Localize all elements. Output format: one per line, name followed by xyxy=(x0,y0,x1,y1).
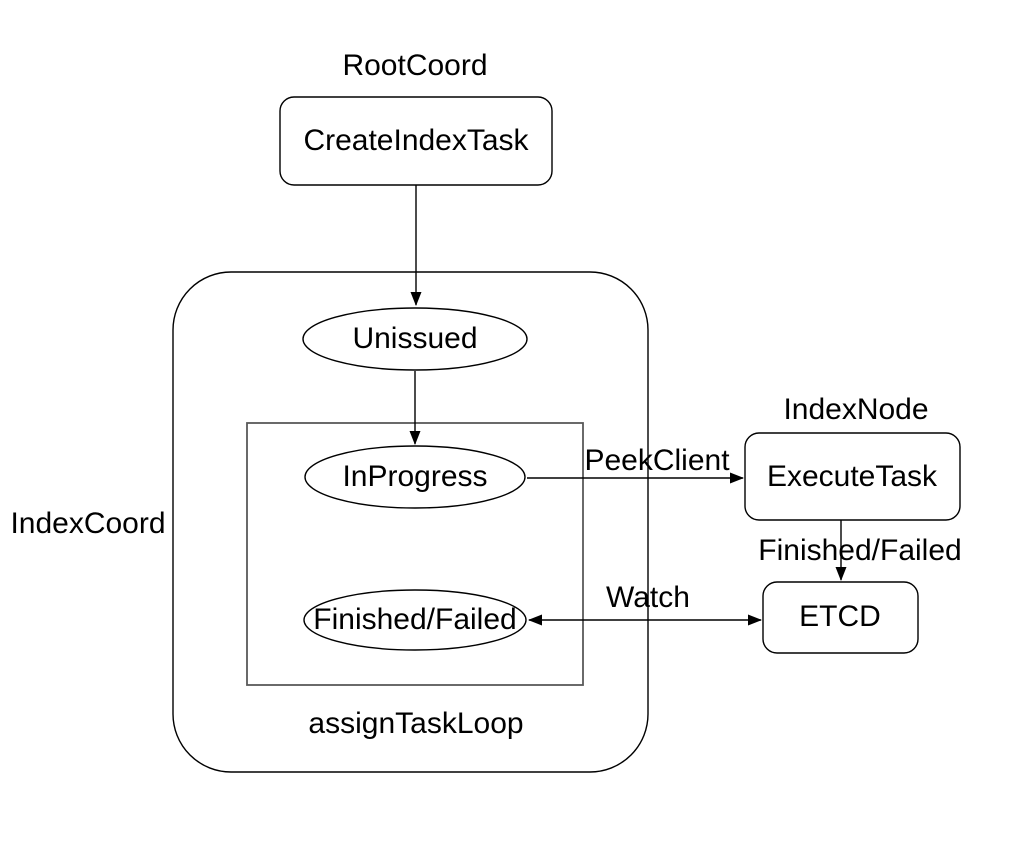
root-coord-label: RootCoord xyxy=(342,48,488,82)
unissued-node xyxy=(302,307,528,371)
index-coord-label: IndexCoord xyxy=(10,506,166,540)
execute-task-node xyxy=(744,432,961,521)
finished-failed-node xyxy=(303,589,527,651)
execute-task-node-label: ExecuteTask xyxy=(766,459,938,493)
in-progress-node-label: InProgress xyxy=(342,459,488,493)
watch-edge-label: Watch xyxy=(606,580,690,614)
etcd-node-label: ETCD xyxy=(799,599,881,633)
index-coord-container xyxy=(172,271,649,773)
finished-failed-edge-label: Finished/Failed xyxy=(758,533,962,567)
finished-failed-node-label: Finished/Failed xyxy=(313,602,517,636)
assign-task-loop-label: assignTaskLoop xyxy=(308,706,524,740)
etcd-node xyxy=(762,581,919,654)
index-node-label: IndexNode xyxy=(783,392,929,426)
unissued-node-label: Unissued xyxy=(352,321,478,355)
in-progress-node xyxy=(304,445,526,509)
create-index-task-node-label: CreateIndexTask xyxy=(303,123,529,157)
peek-client-edge-label: PeekClient xyxy=(584,443,730,477)
